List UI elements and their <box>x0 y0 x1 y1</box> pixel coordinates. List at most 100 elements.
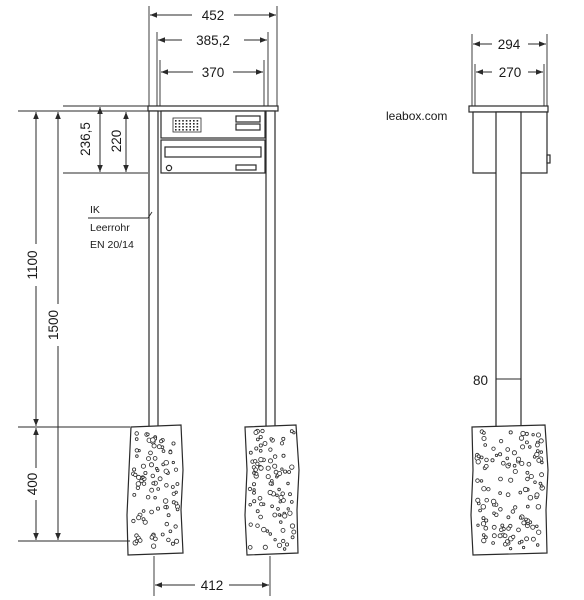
ik-label: IK <box>90 204 100 216</box>
aggregate-dot <box>291 529 297 535</box>
aggregate-dot <box>132 467 137 472</box>
aggregate-dot <box>153 536 158 542</box>
dim-label-236: 236,5 <box>78 122 93 156</box>
aggregate-dot <box>480 504 486 510</box>
aggregate-dot <box>500 523 505 528</box>
aggregate-dot <box>276 542 283 548</box>
aggregate-dot <box>171 441 176 446</box>
aggregate-dot <box>137 538 143 543</box>
aggregate-dot <box>503 542 508 547</box>
aggregate-dot <box>141 481 147 486</box>
aggregate-dot <box>476 523 480 527</box>
aggregate-dot <box>475 478 480 483</box>
aggregate-dot <box>506 515 511 520</box>
aggregate-dot <box>481 516 486 520</box>
grille-hole <box>196 126 199 128</box>
aggregate-dot <box>157 476 163 482</box>
aggregate-dot <box>527 495 534 501</box>
aggregate-dot <box>136 515 142 521</box>
aggregate-dot <box>269 437 273 441</box>
aggregate-dot <box>524 536 529 542</box>
aggregate-dot <box>146 456 151 462</box>
grille-hole <box>178 129 181 131</box>
aggregate-dot <box>279 520 283 524</box>
aggregate-dot <box>499 527 504 532</box>
aggregate-dot <box>258 465 264 471</box>
aggregate-dot <box>143 470 148 475</box>
aggregate-dot <box>497 533 503 539</box>
aggregate-dot <box>276 507 280 511</box>
grille-hole <box>178 120 181 122</box>
aggregate-dot <box>146 432 150 436</box>
aggregate-dot <box>168 529 173 534</box>
aggregate-dot <box>519 460 525 466</box>
grille-hole <box>196 120 199 122</box>
aggregate-dot <box>164 483 169 488</box>
grille-hole <box>182 120 184 122</box>
aggregate-dot <box>259 502 264 507</box>
aggregate-dot <box>289 464 295 470</box>
aggregate-dot <box>479 479 484 483</box>
aggregate-dot <box>174 490 178 494</box>
aggregate-dot <box>255 509 260 514</box>
conduit-label: Leerrohr <box>90 222 130 234</box>
aggregate-dot <box>141 517 146 521</box>
aggregate-dot <box>481 435 487 441</box>
side-handle <box>546 154 551 164</box>
aggregate-dot <box>267 489 273 496</box>
aggregate-dot <box>153 496 157 500</box>
aggregate-dot <box>151 481 156 486</box>
aggregate-dot <box>517 541 522 545</box>
aggregate-dot <box>479 455 484 460</box>
aggregate-dot <box>265 465 271 471</box>
aggregate-dot <box>156 487 161 491</box>
aggregate-dot <box>511 534 516 540</box>
aggregate-dot <box>534 492 540 498</box>
aggregate-dot <box>163 468 169 474</box>
aggregate-dot <box>484 457 489 463</box>
aggregate-dot <box>175 482 180 486</box>
aggregate-dot <box>498 507 503 512</box>
aggregate-dot <box>512 463 517 468</box>
aggregate-dot <box>483 443 488 447</box>
aggregate-dot <box>486 487 491 492</box>
aggregate-dot <box>268 532 272 536</box>
aggregate-dot <box>536 457 542 463</box>
dim-label-1100: 1100 <box>25 250 40 279</box>
aggregate-dot <box>490 458 495 463</box>
grille-hole <box>189 126 191 128</box>
aggregate-dot <box>286 481 290 486</box>
aggregate-dot <box>265 474 271 480</box>
aggregate-dot <box>284 542 289 547</box>
aggregate-dot <box>141 475 145 479</box>
aggregate-dot <box>254 471 259 476</box>
dim-1500: 1500 <box>45 112 61 540</box>
dim-label-270: 270 <box>499 65 522 80</box>
aggregate-dot <box>525 476 530 482</box>
conduit-annotation: IK Leerrohr EN 20/14 <box>88 204 153 251</box>
aggregate-dot <box>288 492 292 497</box>
aggregate-dot <box>175 507 180 512</box>
dim-370: 370 <box>159 60 265 106</box>
aggregate-dot <box>255 437 260 442</box>
aggregate-dot <box>150 473 155 479</box>
aggregate-dot <box>490 498 497 505</box>
dim-label-370: 370 <box>202 65 225 80</box>
aggregate-dot <box>525 440 529 445</box>
aggregate-dot <box>500 460 506 466</box>
aggregate-dot <box>508 477 514 483</box>
front-left-foundation <box>126 424 184 556</box>
aggregate-dot <box>481 533 486 537</box>
grille-hole <box>193 120 195 122</box>
aggregate-dot <box>478 508 482 513</box>
aggregate-dot <box>253 430 259 435</box>
aggregate-dot <box>483 463 489 469</box>
aggregate-dot <box>260 428 265 434</box>
aggregate-dot <box>502 533 508 539</box>
aggregate-dot <box>518 490 523 495</box>
aggregate-dot <box>262 441 268 446</box>
dim-label-452: 452 <box>202 8 225 23</box>
aggregate-dot <box>252 488 256 492</box>
aggregate-dot <box>289 429 294 434</box>
